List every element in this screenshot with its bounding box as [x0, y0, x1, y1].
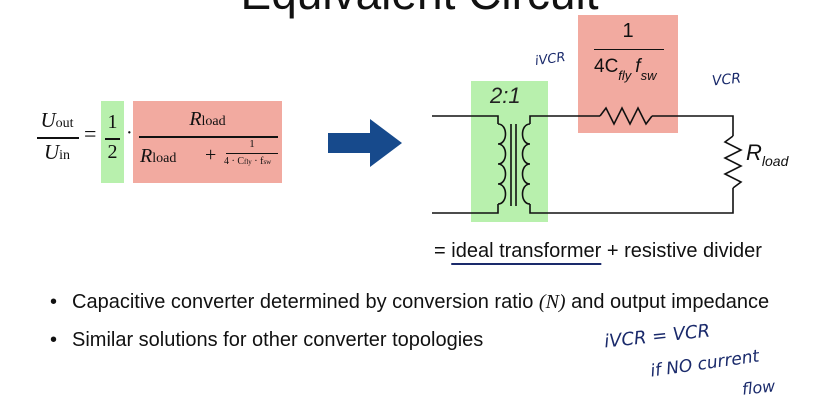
- plus-sign: +: [205, 144, 217, 166]
- equals-sign: =: [84, 121, 97, 146]
- bullet-item: • Similar solutions for other converter …: [50, 329, 484, 351]
- small-fraction-bar: [226, 153, 278, 154]
- handwritten-note-line3: flow: [741, 376, 777, 399]
- divider-fraction-bar: [139, 136, 278, 138]
- impedance-numerator: 1: [622, 20, 634, 42]
- lhs-numerator: Uout: [40, 108, 74, 132]
- equivalent-circuit: [432, 106, 743, 214]
- small-denominator: 4 · Cfly · fsw: [224, 156, 272, 167]
- slide-title: Equivalent Circuit: [0, 0, 839, 20]
- bullet-item: • Capacitive converter determined by con…: [50, 291, 770, 313]
- primary-bottom-wire: [432, 204, 499, 214]
- transformer-ratio-label: 2:1: [490, 83, 521, 108]
- lhs-denominator: Uin: [43, 140, 71, 164]
- impedance-highlight: [578, 15, 678, 133]
- impedance-fraction-bar: [594, 49, 664, 51]
- output-bottom-wire: [529, 188, 734, 214]
- half-fraction-bar: [105, 138, 120, 140]
- caption-underlined: ideal transformer: [451, 240, 602, 262]
- right-arrow-icon: [328, 119, 402, 167]
- primary-coil: [497, 123, 507, 205]
- divider-highlight: [133, 101, 282, 183]
- small-numerator: 1: [249, 138, 255, 150]
- transformer-highlight: [471, 81, 548, 222]
- load-label: Rload: [746, 140, 789, 169]
- series-resistor: [599, 106, 653, 126]
- circuit-caption: = ideal transformer + resistive divider: [434, 240, 762, 262]
- half-numerator: 1: [107, 111, 118, 133]
- divider-numerator: Rload: [189, 108, 226, 130]
- bullet-list: • Capacitive converter determined by con…: [50, 288, 770, 354]
- half-denominator: 2: [107, 141, 118, 163]
- annotation-ivcr: iVCR: [534, 49, 567, 70]
- secondary-coil: [521, 123, 531, 205]
- output-top-wire: [652, 115, 734, 136]
- lhs-fraction-bar: [37, 137, 79, 139]
- secondary-top-wire: [529, 115, 600, 124]
- formula: Uout Uin = 1 2 · Rload Rload + 1 4 · Cfl…: [0, 0, 300, 200]
- annotation-vcr: VCR: [711, 70, 742, 90]
- multiply-dot: ·: [126, 122, 133, 144]
- ratio-highlight: [101, 101, 124, 183]
- divider-denominator-r: Rload: [140, 145, 177, 167]
- load-resistor: [723, 135, 743, 189]
- primary-top-wire: [432, 115, 499, 124]
